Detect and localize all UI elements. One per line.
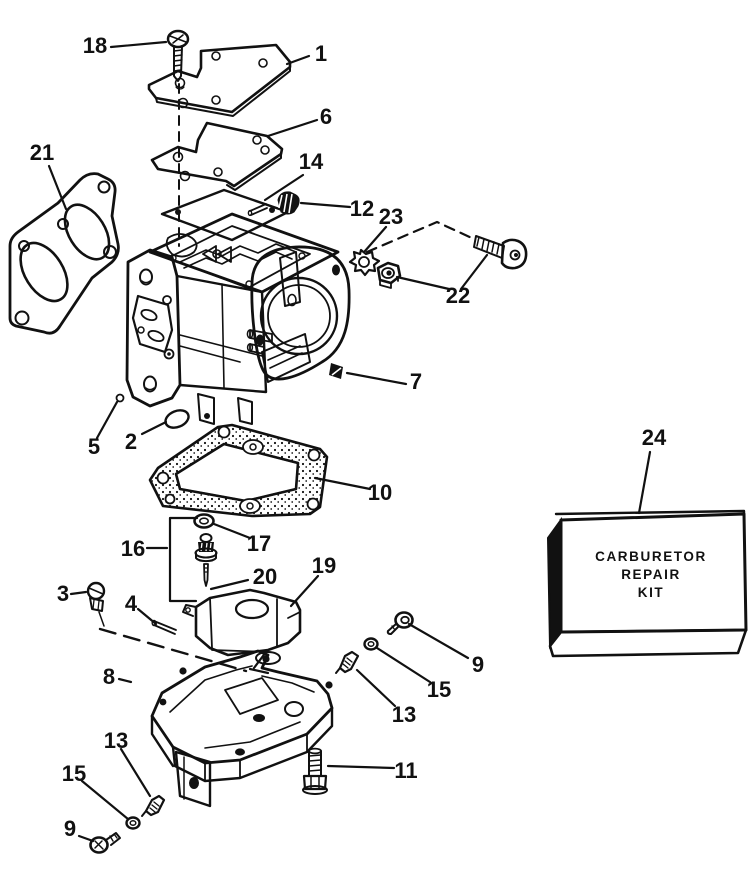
callout-24: 24 [642, 425, 667, 450]
callout-13-left: 13 [104, 728, 128, 753]
repair-kit-box: CARBURETOR REPAIR KIT [546, 509, 748, 658]
callout-7: 7 [410, 369, 422, 394]
callout-19: 19 [312, 553, 336, 578]
leader-lines [47, 40, 652, 843]
needle-seat-group-16 [168, 513, 218, 603]
float-bowl-part [150, 649, 334, 808]
callout-21: 21 [30, 140, 54, 165]
callout-10: 10 [368, 480, 392, 505]
washer-15-left-part [125, 816, 141, 830]
callout-6: 6 [320, 104, 332, 129]
screw-22-part [473, 235, 528, 270]
kit-box-line3: KIT [638, 585, 665, 600]
callout-1: 1 [315, 41, 327, 66]
callout-11: 11 [394, 758, 417, 783]
bolt-11-part [302, 747, 328, 795]
callout-18: 18 [83, 33, 107, 58]
gasket-plate-6-part [150, 121, 284, 191]
callout-4: 4 [125, 591, 138, 616]
plug-7-part [329, 363, 343, 379]
assembly-dashed-line [98, 627, 248, 673]
callout-20: 20 [253, 564, 277, 589]
kit-box-line2: REPAIR [621, 567, 681, 582]
lockwasher-23-part [348, 248, 381, 277]
callout-22: 22 [446, 283, 470, 308]
cover-plate-1-part [147, 43, 292, 117]
hex-nut-part [376, 261, 402, 289]
screw-3-part [86, 581, 106, 627]
pivot-5-part [115, 393, 125, 403]
callout-23: 23 [379, 204, 403, 229]
callout-15-left: 15 [62, 761, 86, 786]
callout-14: 14 [299, 149, 324, 174]
jet-13-left-part [141, 794, 166, 817]
callout-16: 16 [121, 536, 145, 561]
plug-9-left-part [89, 832, 121, 854]
callout-2: 2 [125, 429, 137, 454]
callout-9-left: 9 [64, 816, 76, 841]
callout-3: 3 [57, 581, 69, 606]
pin-14-part [247, 203, 268, 217]
mount-gasket-21-part [8, 172, 120, 335]
spring-12-part [277, 191, 300, 215]
kit-box-line1: CARBURETOR [595, 549, 707, 564]
callout-17: 17 [247, 531, 271, 556]
carburetor-body-part [125, 188, 351, 425]
plug-9-right-part [386, 611, 414, 635]
welch-plug-2-part [164, 409, 190, 429]
callout-9-right: 9 [472, 652, 484, 677]
needle-seat-part [194, 533, 218, 563]
screw-18-part [166, 29, 190, 247]
washer-15-right-part [363, 637, 379, 651]
callout-13-right: 13 [392, 702, 416, 727]
needle-20-part [203, 563, 209, 587]
jet-13-right-part [335, 650, 360, 674]
callout-12: 12 [350, 196, 374, 221]
callout-5: 5 [88, 434, 100, 459]
washer-17-part [193, 513, 215, 529]
callout-labels: 18 1 6 21 14 12 23 22 7 5 2 10 16 17 20 … [30, 33, 667, 841]
callout-15-right: 15 [427, 677, 451, 702]
float-19-part [182, 588, 302, 657]
callout-8: 8 [103, 664, 115, 689]
bowl-gasket-10-part [148, 423, 329, 518]
